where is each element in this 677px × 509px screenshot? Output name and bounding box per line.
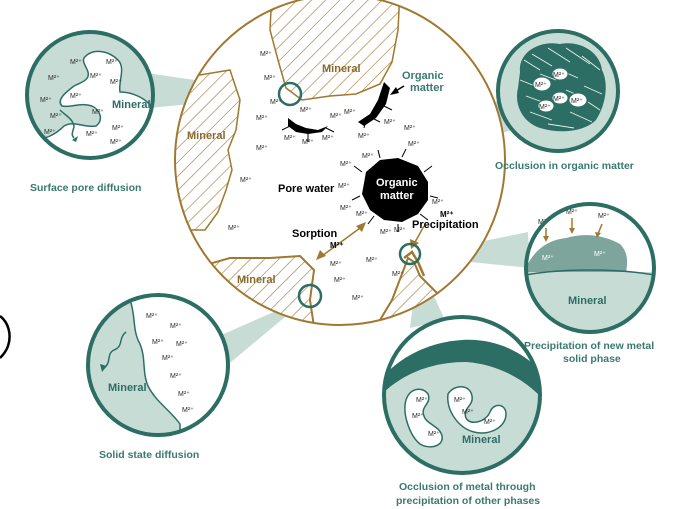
caption-surface-pore-diffusion: Surface pore diffusion (30, 182, 141, 194)
svg-text:M²⁺: M²⁺ (92, 109, 104, 116)
mineral-label-bottom: Mineral (237, 274, 276, 286)
caption-occlusion-other-1: Occlusion of metal through (399, 481, 536, 493)
inset-surface-pore-diffusion: Mineral M²⁺ M²⁺ M²⁺ M²⁺ M²⁺ M²⁺ M²⁺ M²⁺ … (27, 32, 154, 160)
svg-text:M²⁺: M²⁺ (330, 261, 342, 268)
svg-text:M²⁺: M²⁺ (338, 183, 350, 190)
caption-occlusion-other-2: precipitation of other phases (396, 495, 540, 507)
inset-occlusion-other-phases: M²⁺ M²⁺ M²⁺ M²⁺ M²⁺ M²⁺ Mineral (380, 317, 546, 480)
svg-text:M²⁺: M²⁺ (394, 227, 406, 234)
svg-text:M²⁺: M²⁺ (344, 109, 356, 116)
caption-solid-state-diffusion: Solid state diffusion (99, 449, 199, 461)
pore-water-label: Pore water (278, 183, 335, 195)
svg-text:M²⁺: M²⁺ (539, 104, 551, 111)
inset-occlusion-organic: M²⁺ M²⁺ M²⁺ M²⁺ M²⁺ (498, 31, 618, 151)
inset-e-mineral: Mineral (462, 434, 501, 446)
svg-text:M²⁺: M²⁺ (152, 339, 164, 346)
mineral-label-top: Mineral (322, 63, 361, 75)
svg-text:M²⁺: M²⁺ (384, 119, 396, 126)
svg-text:M²⁺: M²⁺ (70, 93, 82, 100)
svg-text:M²⁺: M²⁺ (50, 113, 62, 120)
svg-text:M²⁺: M²⁺ (454, 397, 466, 404)
inset-c-mineral: Mineral (568, 295, 607, 307)
svg-text:M²⁺: M²⁺ (416, 397, 428, 404)
svg-text:M²⁺: M²⁺ (322, 135, 334, 142)
svg-text:M²⁺: M²⁺ (594, 251, 606, 258)
metal-ion-bold: M²⁺ (440, 210, 454, 219)
svg-text:M²⁺: M²⁺ (146, 313, 158, 320)
svg-text:M²⁺: M²⁺ (256, 145, 268, 152)
svg-text:M²⁺: M²⁺ (106, 59, 118, 66)
svg-text:M²⁺: M²⁺ (432, 199, 444, 206)
sorption-label: Sorption (292, 228, 337, 240)
svg-text:M²⁺: M²⁺ (366, 257, 378, 264)
svg-text:M²⁺: M²⁺ (362, 153, 374, 160)
organic-matter-label-2: matter (410, 82, 444, 94)
svg-text:M²⁺: M²⁺ (90, 73, 102, 80)
svg-text:M²⁺: M²⁺ (340, 205, 352, 212)
svg-text:M²⁺: M²⁺ (110, 79, 122, 86)
svg-text:M²⁺: M²⁺ (302, 139, 314, 146)
svg-text:M²⁺: M²⁺ (340, 161, 352, 168)
svg-text:M²⁺: M²⁺ (40, 97, 52, 104)
svg-text:M²⁺: M²⁺ (462, 409, 474, 416)
organic-matter-center-2: matter (380, 190, 414, 202)
svg-text:M²⁺: M²⁺ (571, 98, 583, 105)
inset-d-mineral: Mineral (108, 382, 147, 394)
metal-ion-bold-2: M²⁺ (330, 241, 344, 250)
svg-text:M²⁺: M²⁺ (542, 255, 554, 262)
svg-text:M²⁺: M²⁺ (112, 125, 124, 132)
svg-text:M²⁺: M²⁺ (176, 341, 188, 348)
svg-text:M²⁺: M²⁺ (284, 135, 296, 142)
caption-occlusion-organic: Occlusion in organic matter (495, 160, 634, 172)
organic-matter-center-1: Organic (376, 177, 418, 189)
svg-text:M²⁺: M²⁺ (553, 96, 565, 103)
precipitation-label: Precipitation (412, 219, 479, 231)
svg-text:M²⁺: M²⁺ (553, 72, 565, 79)
caption-precipitation-new-2: solid phase (563, 353, 621, 365)
svg-text:M²⁺: M²⁺ (412, 413, 424, 420)
svg-text:M²⁺: M²⁺ (162, 355, 174, 362)
svg-text:M²⁺: M²⁺ (86, 131, 98, 138)
svg-text:M²⁺: M²⁺ (428, 431, 440, 438)
mineral-label-left: Mineral (187, 130, 226, 142)
svg-text:M²⁺: M²⁺ (270, 99, 282, 106)
svg-text:M²⁺: M²⁺ (178, 391, 190, 398)
svg-text:M²⁺: M²⁺ (228, 225, 240, 232)
svg-text:M²⁺: M²⁺ (392, 271, 404, 278)
svg-text:M²⁺: M²⁺ (356, 211, 368, 218)
edge-fragment (0, 316, 10, 358)
svg-text:M²⁺: M²⁺ (404, 125, 416, 132)
svg-text:M²⁺: M²⁺ (334, 277, 346, 284)
svg-text:M²⁺: M²⁺ (358, 133, 370, 140)
svg-text:M²⁺: M²⁺ (264, 75, 276, 82)
svg-text:M²⁺: M²⁺ (256, 115, 268, 122)
inset-a-mineral: Mineral (112, 99, 151, 111)
caption-precipitation-new-1: Precipitation of new metal (524, 340, 654, 352)
svg-text:M²⁺: M²⁺ (300, 107, 312, 114)
svg-text:M²⁺: M²⁺ (352, 295, 364, 302)
svg-text:M²⁺: M²⁺ (408, 141, 420, 148)
svg-text:M²⁺: M²⁺ (182, 407, 194, 414)
svg-text:M²⁺: M²⁺ (598, 213, 610, 220)
svg-text:M²⁺: M²⁺ (44, 129, 56, 136)
svg-text:M²⁺: M²⁺ (330, 113, 342, 120)
main-soil-circle: Mineral Mineral Mineral Organic matter O… (170, 0, 505, 340)
svg-text:M²⁺: M²⁺ (110, 139, 122, 146)
svg-text:M²⁺: M²⁺ (380, 229, 392, 236)
inset-precipitation-new-phase: M²⁺ M²⁺ M²⁺ M²⁺ M²⁺ Mineral (520, 204, 660, 340)
organic-matter-label-1: Organic (402, 70, 444, 82)
svg-text:M²⁺: M²⁺ (260, 51, 272, 58)
svg-text:M²⁺: M²⁺ (484, 419, 496, 426)
svg-text:M²⁺: M²⁺ (535, 82, 547, 89)
svg-text:M²⁺: M²⁺ (170, 373, 182, 380)
inset-solid-state-diffusion: Mineral M²⁺ M²⁺ M²⁺ M²⁺ M²⁺ M²⁺ M²⁺ M²⁺ (80, 295, 228, 440)
svg-text:M²⁺: M²⁺ (170, 323, 182, 330)
svg-text:M²⁺: M²⁺ (48, 75, 60, 82)
svg-text:M²⁺: M²⁺ (70, 59, 82, 66)
svg-text:M²⁺: M²⁺ (240, 177, 252, 184)
